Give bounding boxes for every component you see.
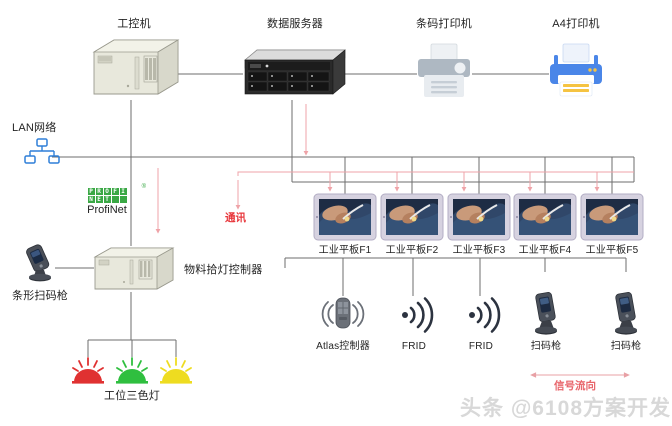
tablet-label: 工业平板F3 — [452, 245, 506, 256]
node-barcode-printer[interactable] — [414, 42, 474, 100]
node-tricolor-lights[interactable] — [66, 355, 198, 387]
device-item[interactable] — [461, 296, 501, 334]
barcode-scanner-icon — [26, 244, 51, 282]
tablet-icon — [447, 193, 511, 241]
label-a4-printer: A4打印机 — [552, 18, 600, 30]
atlas-controller-icon — [321, 297, 365, 329]
tablet-item[interactable] — [447, 193, 511, 241]
rfid-wave-icon — [469, 297, 501, 333]
device-item[interactable] — [394, 296, 434, 334]
watermark: 头条 @6108方案开发 — [460, 397, 672, 420]
network-tree-icon — [24, 138, 60, 164]
node-barcode-scanner-left[interactable] — [20, 243, 60, 287]
tablet-item[interactable] — [313, 193, 377, 241]
device-item[interactable] — [608, 292, 644, 338]
legend-signal-flow: 信号流向 — [554, 380, 596, 392]
label-data-server: 数据服务器 — [267, 18, 323, 30]
tablet-item[interactable] — [380, 193, 444, 241]
device-label: FRID — [401, 341, 427, 352]
tablet-item[interactable] — [580, 193, 644, 241]
label-profinet: ProfiNet — [87, 204, 127, 216]
tablet-label: 工业平板F1 — [318, 245, 372, 256]
printer-icon — [550, 43, 602, 97]
printer-icon — [418, 43, 470, 97]
rack-server-icon — [244, 49, 346, 95]
tablet-icon — [313, 193, 377, 241]
label-tricolor-lights: 工位三色灯 — [104, 390, 160, 402]
node-pick-controller[interactable] — [92, 246, 176, 294]
node-lan-network[interactable] — [24, 138, 60, 166]
label-industrial-pc: 工控机 — [117, 18, 151, 30]
tablet-icon — [380, 193, 444, 241]
label-lan-network: LAN网络 — [12, 122, 57, 134]
device-label: 扫码枪 — [530, 341, 562, 352]
label-communication: 通讯 — [225, 212, 246, 224]
tablet-label: 工业平板F5 — [585, 245, 639, 256]
node-a4-printer[interactable] — [546, 42, 606, 100]
device-label: 扫码枪 — [610, 341, 642, 352]
node-data-server[interactable] — [243, 42, 347, 100]
industrial-pc-icon — [92, 39, 180, 95]
tablet-item[interactable] — [513, 193, 577, 241]
label-barcode-scanner-left: 条形扫码枪 — [12, 290, 68, 302]
device-label: Atlas控制器 — [316, 341, 370, 352]
tablet-icon — [513, 193, 577, 241]
handheld-scanner-icon — [615, 292, 637, 335]
tablet-icon — [580, 193, 644, 241]
tablet-label: 工业平板F2 — [385, 245, 439, 256]
label-pick-controller: 物料拾灯控制器 — [184, 264, 263, 276]
registered-mark: ® — [141, 184, 146, 190]
handheld-scanner-icon — [535, 292, 557, 335]
node-industrial-pc[interactable] — [88, 36, 180, 102]
rfid-wave-icon — [402, 297, 434, 333]
device-item[interactable] — [321, 294, 365, 336]
device-item[interactable] — [528, 292, 564, 338]
tablet-label: 工业平板F4 — [518, 245, 572, 256]
device-label: FRID — [468, 341, 494, 352]
tricolor-lamp-icon — [72, 357, 192, 384]
controller-box-icon — [93, 247, 175, 290]
label-barcode-printer: 条码打印机 — [416, 18, 472, 30]
